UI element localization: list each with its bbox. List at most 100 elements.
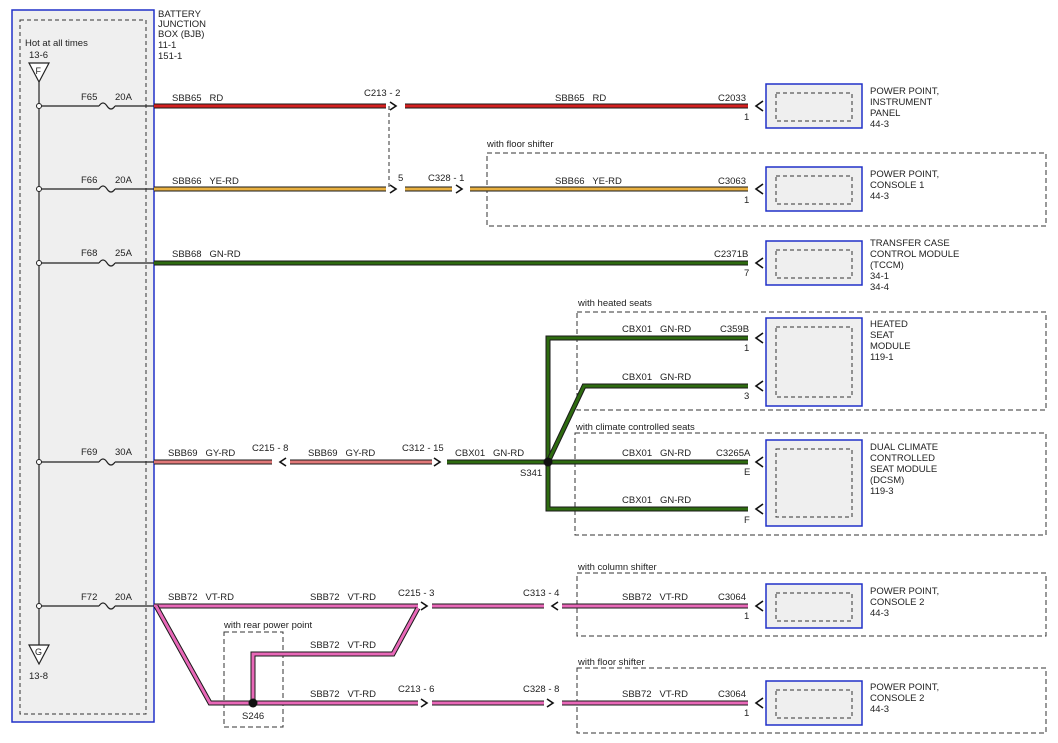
component-label: SEAT MODULE <box>870 464 937 475</box>
battery-junction-box: BATTERY JUNCTION BOX (BJB) 11-1 151-1 Ho… <box>11 9 206 723</box>
power-source-triangle-icon <box>28 62 50 84</box>
component-frame <box>765 439 863 527</box>
connector-label: C3064 <box>718 689 746 700</box>
option-region-floor-shifter-2 <box>576 667 1047 734</box>
connector-arrow-icon <box>754 456 764 468</box>
component-inner <box>775 326 853 398</box>
connector-label: C213 - 6 <box>398 684 434 695</box>
fuse-id: F68 <box>81 248 97 259</box>
component-power-point-instrument-panel: POWER POINT, INSTRUMENT PANEL 44-3 <box>765 83 939 130</box>
component-label: CONSOLE 1 <box>870 180 924 191</box>
connector-label: C2033 <box>718 93 746 104</box>
pin-label: 1 <box>744 195 749 206</box>
connector-label: C312 - 15 <box>402 443 444 454</box>
component-heated-seat-module: HEATED SEAT MODULE 119-1 <box>765 317 911 407</box>
component-label: CONTROL MODULE <box>870 249 959 260</box>
connector-label: C328 - 1 <box>428 173 464 184</box>
bus-tap-dot <box>36 603 42 609</box>
wire-label: SBB69 GY-RD <box>168 448 235 459</box>
component-label: POWER POINT, <box>870 586 939 597</box>
bus-tap-dot <box>36 103 42 109</box>
component-label: PANEL <box>870 108 900 119</box>
connector-arrow-icon <box>754 600 764 612</box>
connector-label: C3063 <box>718 176 746 187</box>
inline-connector-arrows <box>278 101 559 708</box>
component-ref: 34-1 <box>870 271 889 282</box>
wire-segment-color <box>154 605 418 705</box>
ground-symbol: G <box>35 647 42 657</box>
fuse-rating: 30A <box>115 447 133 458</box>
wire-segment-color <box>546 462 748 511</box>
wire-label: SBB65 RD <box>172 93 223 104</box>
component-label: DUAL CLIMATE <box>870 442 938 453</box>
bus-tap-dot <box>36 186 42 192</box>
option-label: with heated seats <box>577 298 652 309</box>
pin-label: E <box>744 467 750 478</box>
connector-arrow-icon <box>754 332 764 344</box>
pin-label: 1 <box>744 343 749 354</box>
connector-label: C3064 <box>718 592 746 603</box>
wire-label: SBB72 VT-RD <box>622 689 688 700</box>
component-ref: 44-3 <box>870 119 889 130</box>
option-region-rear-power-point <box>223 631 284 728</box>
wire-segment-color <box>546 384 748 463</box>
fuse-row: F72 20A <box>36 592 154 610</box>
wire-label: SBB66 YE-RD <box>555 176 622 187</box>
splice-dot <box>543 457 553 467</box>
component-inner <box>775 448 853 518</box>
bjb-title-line: JUNCTION <box>158 19 206 30</box>
fuse-symbol-icon <box>41 185 154 193</box>
fuse-symbol-icon <box>41 458 154 466</box>
component-label: MODULE <box>870 341 911 352</box>
component-label: SEAT <box>870 330 894 341</box>
option-label: with floor shifter <box>577 657 645 668</box>
wire-label: SBB65 RD <box>555 93 606 104</box>
pin-label: F <box>744 515 750 526</box>
fuse-id: F65 <box>81 92 97 103</box>
pin-label: 1 <box>744 611 749 622</box>
component-inner <box>775 249 853 279</box>
bjb-frame <box>11 9 155 723</box>
option-region-floor-shifter <box>486 152 1047 227</box>
component-label: POWER POINT, <box>870 169 939 180</box>
bus-tap-dot <box>36 260 42 266</box>
wire-label: SBB72 VT-RD <box>622 592 688 603</box>
hot-at-all-times-label: Hot at all times <box>25 38 88 49</box>
component-inner <box>775 592 853 622</box>
connector-arrow-icon <box>278 457 287 467</box>
splice-label: S246 <box>242 711 264 722</box>
option-label: with rear power point <box>223 620 313 631</box>
fuse-id: F66 <box>81 175 97 186</box>
wire-segment-color <box>546 336 748 462</box>
option-region-column-shifter <box>576 572 1047 637</box>
component-label: POWER POINT, <box>870 86 939 97</box>
component-label: TRANSFER CASE <box>870 238 950 249</box>
ground-triangle-icon <box>28 644 50 666</box>
component-label: HEATED <box>870 319 908 330</box>
component-inner <box>775 175 853 205</box>
connector-arrow-icon <box>420 698 429 708</box>
pin-label: 7 <box>744 268 749 279</box>
bjb-ref: 151-1 <box>158 51 182 62</box>
wire-label: SBB66 YE-RD <box>172 176 239 187</box>
connector-arrow-icon <box>455 184 464 194</box>
wire-segment-color <box>251 607 420 703</box>
wire-label: SBB72 VT-RD <box>310 592 376 603</box>
fuse-id: F72 <box>81 592 97 603</box>
component-power-point-console-1: POWER POINT, CONSOLE 1 44-3 <box>765 166 939 212</box>
connector-arrow-icon <box>389 184 398 194</box>
splice-label: S341 <box>520 468 542 479</box>
power-source-symbol: F <box>36 66 42 76</box>
option-label: with floor shifter <box>486 139 554 150</box>
hot-ref: 13-6 <box>29 50 48 61</box>
component-tccm: TRANSFER CASE CONTROL MODULE (TCCM) 34-1… <box>765 238 959 293</box>
fuse-rating: 25A <box>115 248 133 259</box>
component-power-point-console-2: POWER POINT, CONSOLE 2 44-3 <box>765 583 939 629</box>
fuse-row: F66 20A <box>36 175 154 193</box>
connector-label: C2371B <box>714 249 748 260</box>
fuse-symbol-icon <box>41 602 154 610</box>
fuse-id: F69 <box>81 447 97 458</box>
bjb-ref: 11-1 <box>158 40 176 51</box>
component-label: (TCCM) <box>870 260 904 271</box>
